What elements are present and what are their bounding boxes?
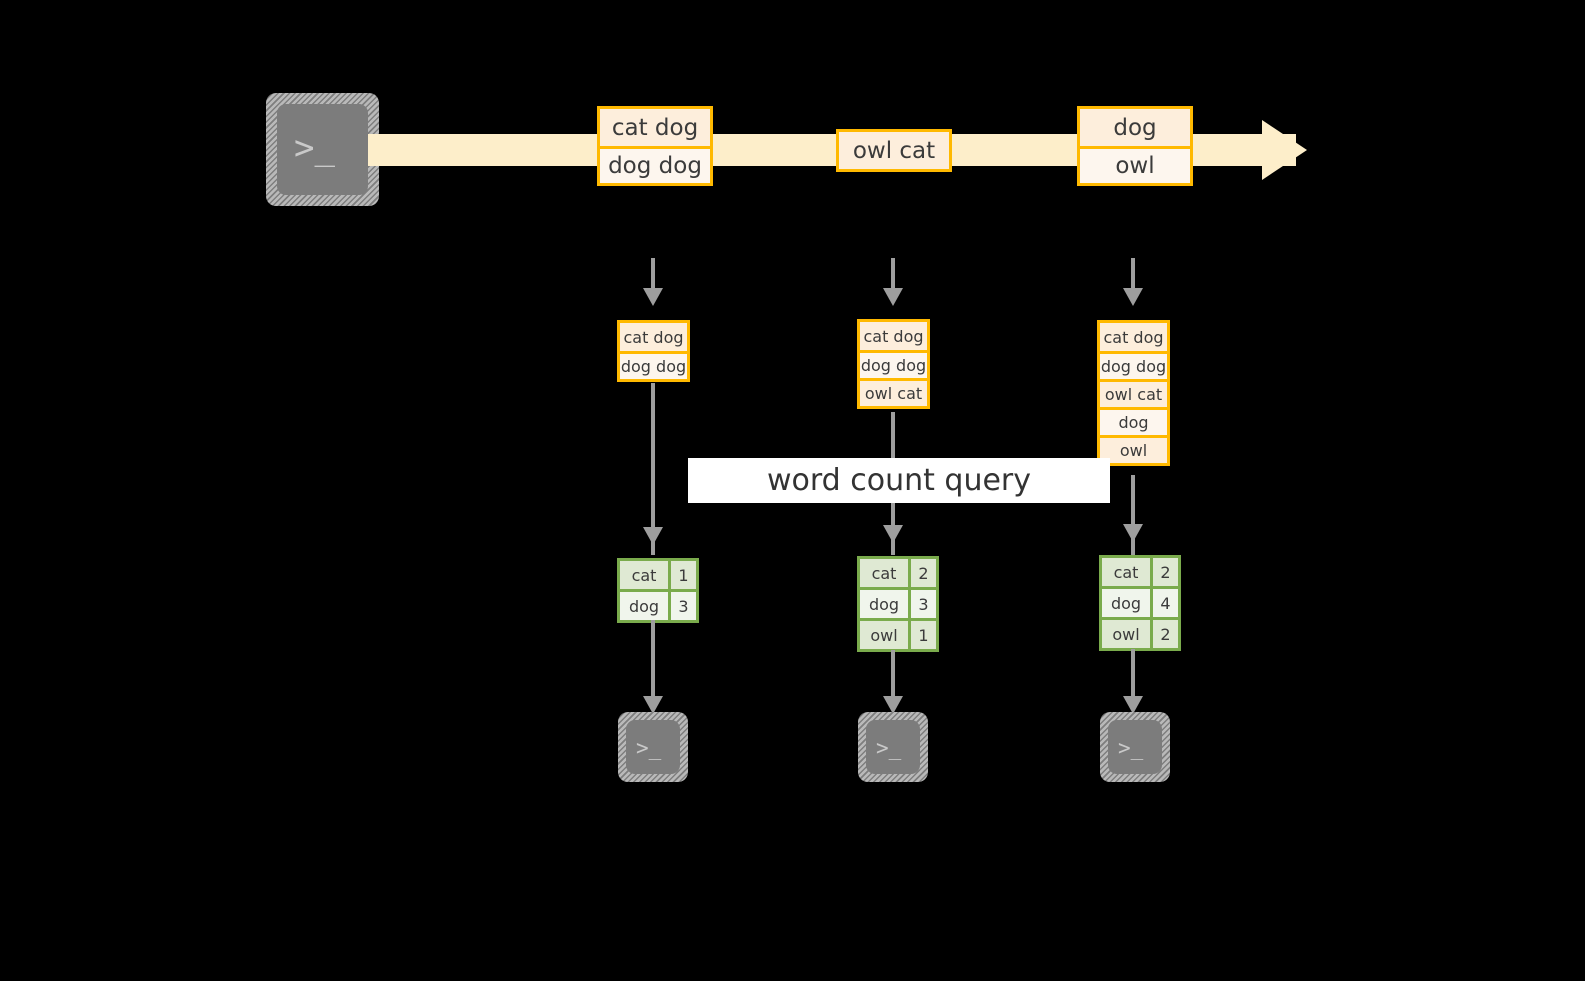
trigger-1-dashed-arrowhead [643, 288, 663, 306]
trigger-2-input-box: cat dog dog dog owl cat [857, 319, 930, 409]
result-count: 2 [1150, 558, 1178, 586]
trigger-2-result-table: cat 2 dog 3 owl 1 [857, 556, 939, 652]
table-row: cat 1 [620, 561, 696, 589]
stream-batch-3: dog owl [1077, 106, 1193, 186]
trigger-2-dashed-connector [891, 258, 895, 292]
result-count: 1 [908, 621, 936, 649]
trigger-3-dashed-connector [1131, 258, 1135, 292]
result-word: cat [860, 559, 908, 587]
table-row: owl 2 [1102, 617, 1178, 648]
result-count: 3 [668, 592, 696, 620]
result-word: owl [1102, 620, 1150, 648]
trigger-3-query-connector [1131, 475, 1135, 555]
trigger-1-query-connector [651, 383, 655, 555]
input-line: dog dog [1100, 351, 1167, 379]
input-line: owl cat [1100, 379, 1167, 407]
terminal-face [626, 720, 680, 774]
trigger-3-sink-connector [1131, 649, 1135, 702]
terminal-prompt-glyph: >_ [1118, 736, 1144, 760]
result-count: 1 [668, 561, 696, 589]
input-line: cat dog [620, 323, 687, 351]
trigger-1-result-table: cat 1 dog 3 [617, 558, 699, 623]
record-line: dog [1080, 109, 1190, 146]
table-row: dog 4 [1102, 586, 1178, 617]
trigger-3-sink-arrowhead [1123, 696, 1143, 714]
trigger-3-dashed-arrowhead [1123, 288, 1143, 306]
record-line: owl cat [839, 132, 949, 169]
table-row: dog 3 [860, 587, 936, 618]
result-word: owl [860, 621, 908, 649]
input-line: owl [1100, 435, 1167, 463]
trigger-2-sink-connector [891, 650, 895, 702]
terminal-prompt-glyph: >_ [876, 736, 902, 760]
input-line: dog [1100, 407, 1167, 435]
terminal-face [277, 104, 368, 195]
source-terminal-icon: >_ [266, 93, 379, 206]
trigger-2-query-arrowhead [883, 525, 903, 543]
input-line: cat dog [860, 322, 927, 350]
terminal-prompt-glyph: >_ [294, 128, 335, 168]
result-word: dog [1102, 589, 1150, 617]
terminal-face [1108, 720, 1162, 774]
result-count: 4 [1150, 589, 1178, 617]
table-row: cat 2 [860, 559, 936, 587]
terminal-prompt-glyph: >_ [636, 736, 662, 760]
trigger-3-input-box: cat dog dog dog owl cat dog owl [1097, 320, 1170, 466]
query-label-band: word count query [688, 458, 1110, 503]
result-word: dog [860, 590, 908, 618]
trigger-2-dashed-arrowhead [883, 288, 903, 306]
stream-batch-2: owl cat [836, 129, 952, 172]
trigger-3-query-arrowhead [1123, 524, 1143, 542]
result-word: cat [1102, 558, 1150, 586]
input-line: dog dog [620, 351, 687, 379]
stream-arrow-head [1262, 120, 1307, 180]
table-row: dog 3 [620, 589, 696, 620]
input-line: dog dog [860, 350, 927, 378]
stream-batch-1: cat dog dog dog [597, 106, 713, 186]
trigger-1-dashed-connector [651, 258, 655, 292]
trigger-3-result-table: cat 2 dog 4 owl 2 [1099, 555, 1181, 651]
trigger-1-sink-connector [651, 620, 655, 702]
table-row: owl 1 [860, 618, 936, 649]
result-count: 2 [908, 559, 936, 587]
terminal-face [866, 720, 920, 774]
trigger-2-sink-terminal-icon: >_ [858, 712, 928, 782]
result-word: dog [620, 592, 668, 620]
result-word: cat [620, 561, 668, 589]
record-line: cat dog [600, 109, 710, 146]
input-line: cat dog [1100, 323, 1167, 351]
result-count: 2 [1150, 620, 1178, 648]
trigger-1-sink-terminal-icon: >_ [618, 712, 688, 782]
input-line: owl cat [860, 378, 927, 406]
table-row: cat 2 [1102, 558, 1178, 586]
trigger-1-sink-arrowhead [643, 696, 663, 714]
query-label-text: word count query [766, 463, 1032, 498]
result-count: 3 [908, 590, 936, 618]
record-line: owl [1080, 146, 1190, 183]
trigger-3-sink-terminal-icon: >_ [1100, 712, 1170, 782]
trigger-2-sink-arrowhead [883, 696, 903, 714]
record-line: dog dog [600, 146, 710, 183]
trigger-1-query-arrowhead [643, 527, 663, 545]
trigger-1-input-box: cat dog dog dog [617, 320, 690, 382]
